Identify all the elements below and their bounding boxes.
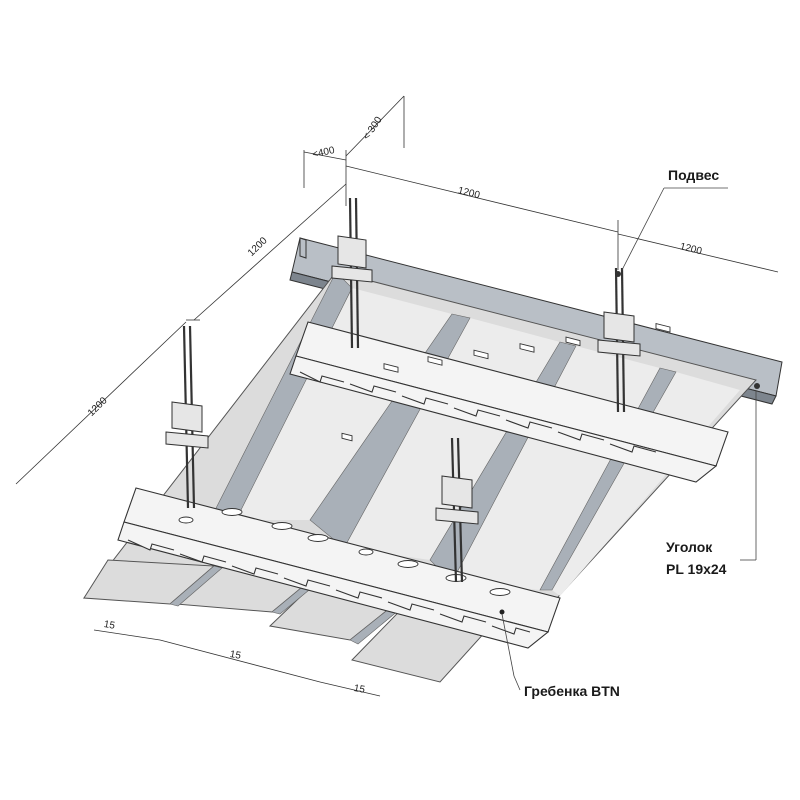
dim-15-b: 15	[229, 649, 242, 662]
dim-1200-top: 1200	[457, 185, 482, 201]
label-comb: Гребенка BTN	[524, 683, 620, 699]
label-angle-line1: Уголок	[666, 539, 713, 555]
hanger-rear-left	[331, 197, 373, 349]
hanger-front-right	[435, 437, 479, 583]
dim-300: < 300	[361, 115, 385, 142]
label-angle-line2: PL 19x24	[666, 561, 727, 577]
dimension-lines	[15, 95, 779, 697]
comb-front-teeth	[127, 539, 531, 635]
comb-front	[117, 487, 561, 649]
dim-400: <400	[311, 145, 336, 161]
comb-front-slots	[178, 508, 511, 596]
label-hanger: Подвес	[668, 167, 719, 183]
dim-1200-left-lower: 1200	[86, 395, 110, 419]
hanger-front-left	[165, 325, 209, 509]
comb-rear-teeth	[299, 371, 657, 453]
dim-15-c: 15	[353, 683, 366, 696]
dim-15-a: 15	[103, 619, 116, 632]
hanger-rear-right	[597, 267, 641, 413]
dim-1200-right: 1200	[679, 241, 704, 257]
comb-rear	[289, 321, 729, 483]
leader-lines	[501, 187, 757, 691]
